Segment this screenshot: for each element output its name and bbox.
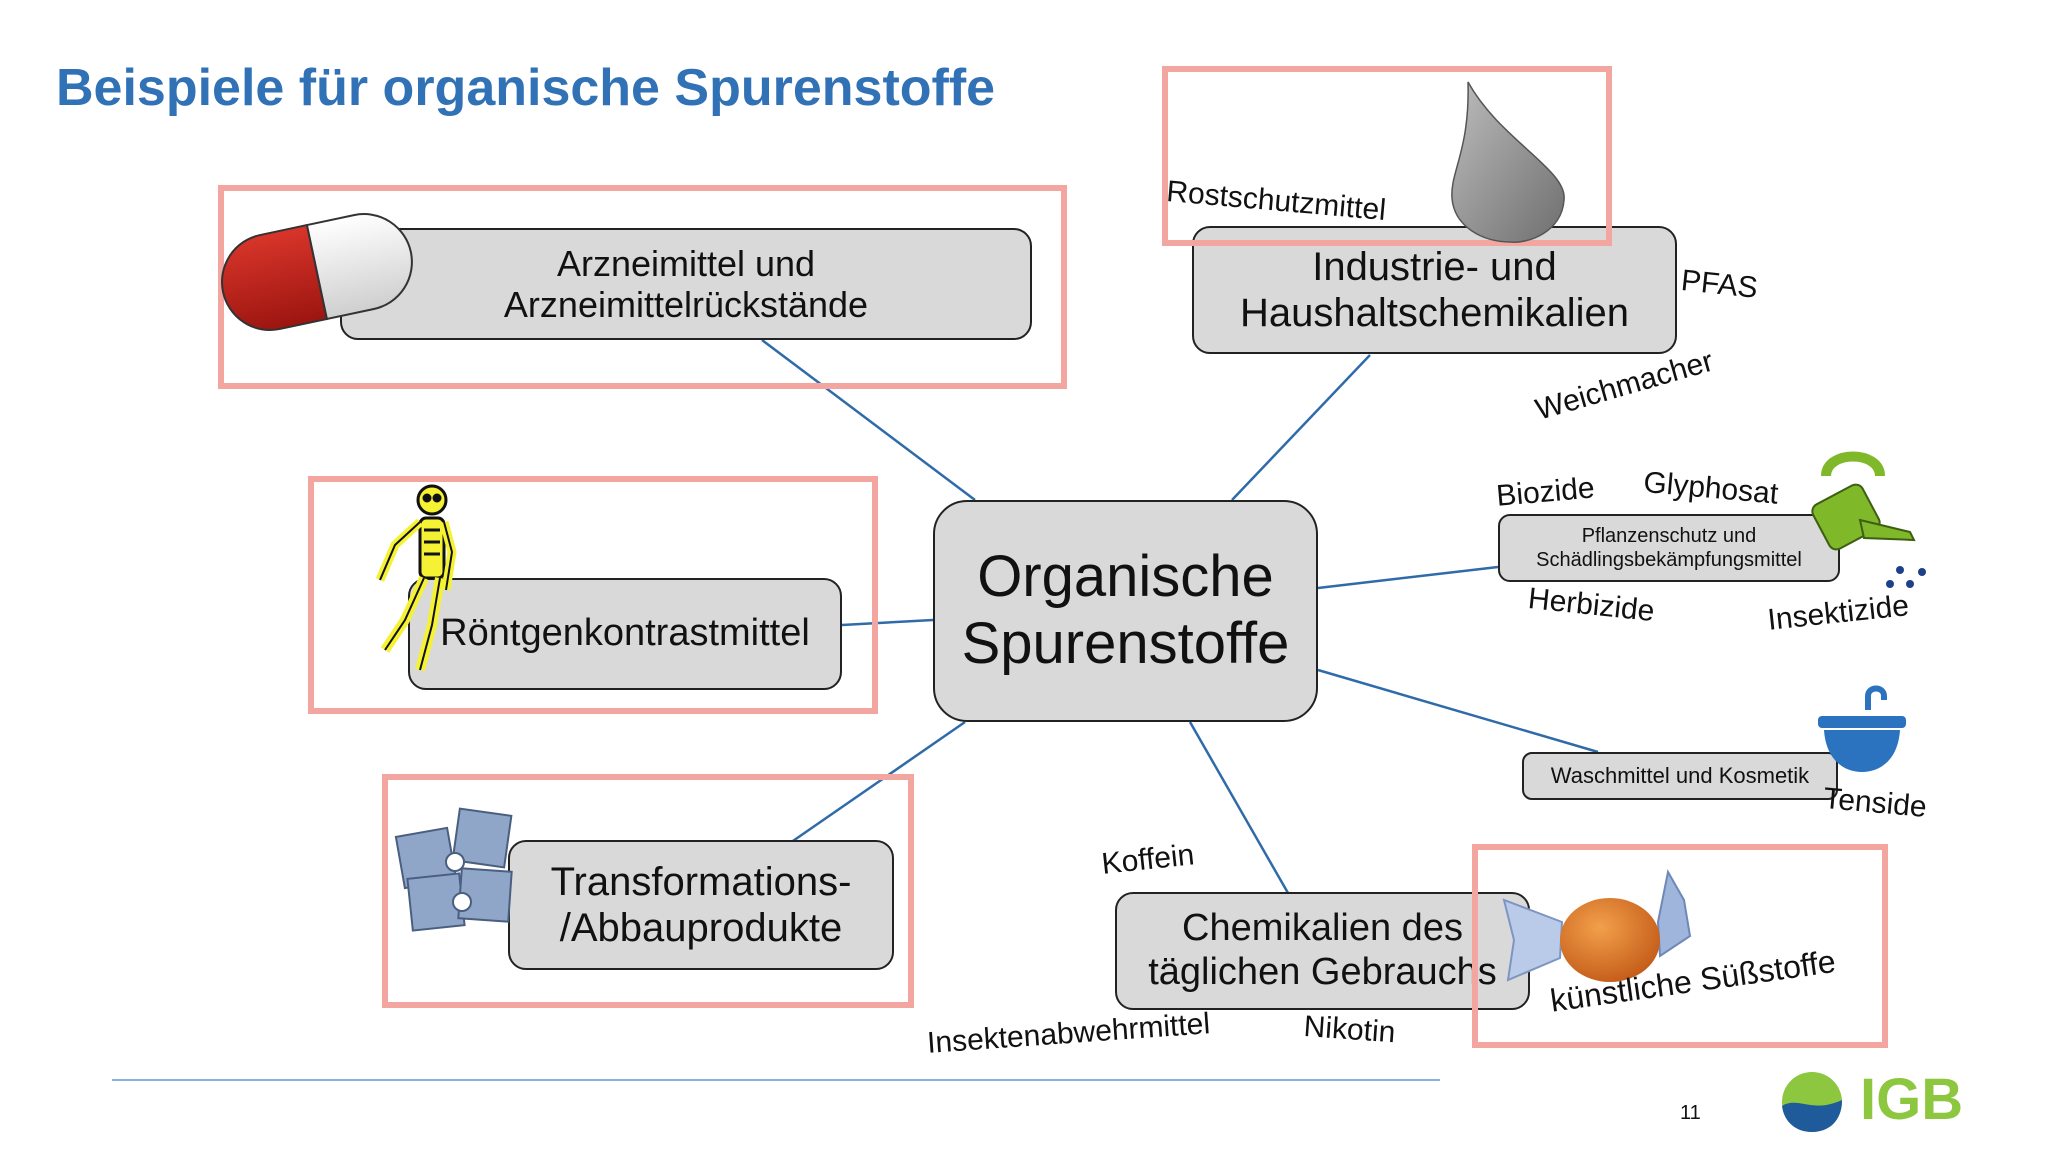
alltag-node[interactable]: Chemikalien des täglichen Gebrauchs [1115,892,1530,1010]
highlight-industrie [1162,66,1612,246]
puzzle-icon [394,807,513,932]
roentgen-node[interactable]: Röntgenkontrastmittel [408,578,842,690]
igb-logo-icon [1782,1072,1842,1132]
highlight-arznei [218,185,1067,389]
pflanzenschutz-node-line2: Schädlingsbekämpfungsmittel [1536,549,1802,571]
skeleton-icon [375,484,457,672]
connector-industrie [1231,354,1371,501]
transformation-node-line1: Transformations- [550,860,852,904]
alltag-node-line2: täglichen Gebrauchs [1148,951,1497,993]
transformation-node-line2: /Abbauprodukte [559,906,843,950]
transformation-node[interactable]: Transformations- /Abbauprodukte [508,840,894,970]
watering-can-icon [1811,451,1926,588]
connector-roentgen [841,618,934,627]
industrie-node[interactable]: Industrie- und Haushaltschemikalien [1192,226,1677,354]
pill-icon [221,213,413,331]
industrie-node-line1: Industrie- und [1312,245,1557,289]
highlight-roentgen [308,476,878,714]
pflanzenschutz-node[interactable]: Pflanzenschutz und Schädlingsbekämpfungs… [1498,514,1840,582]
roentgen-node-label: Röntgenkontrastmittel [440,612,810,655]
sink-icon [1818,685,1906,772]
industrie-node-line2: Haushaltschemikalien [1239,291,1630,335]
pflanzenschutz-node-line1: Pflanzenschutz und [1581,525,1757,547]
center-node[interactable]: Organische Spurenstoffe [933,500,1318,722]
label-nikotin: Nikotin [1302,1010,1397,1050]
connector-alltag [1188,721,1290,894]
arznei-node[interactable]: Arzneimittel und Arzneimittelrückstände [340,228,1032,340]
water-drop-icon [1451,81,1565,243]
connector-transformation [789,720,966,845]
connector-arznei [761,339,976,501]
waschmittel-node-label: Waschmittel und Kosmetik [1550,763,1810,789]
highlight-suessstoffe [1472,844,1888,1048]
center-node-line2: Spurenstoffe [961,611,1290,676]
candy-icon [1502,869,1692,982]
highlight-transformation [382,774,914,1008]
alltag-node-line1: Chemikalien des [1182,907,1463,950]
connector-pflanzenschutz [1317,565,1499,590]
logo-text: IGB [1860,1067,1964,1132]
connector-waschmittel [1317,668,1599,754]
arznei-node-line1: Arzneimittel und [556,242,816,284]
slide-title: Beispiele für organische Spurenstoffe [56,59,996,117]
waschmittel-node[interactable]: Waschmittel und Kosmetik [1522,752,1838,800]
page-number: 11 [1680,1102,1701,1124]
center-node-line1: Organische [977,544,1274,610]
arznei-node-line2: Arzneimittelrückstände [503,284,869,325]
